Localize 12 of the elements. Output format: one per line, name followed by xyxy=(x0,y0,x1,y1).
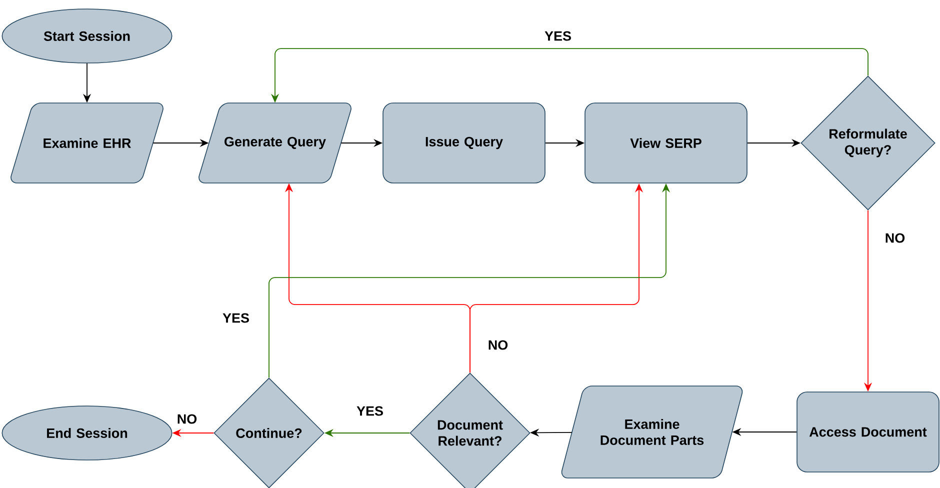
edge-label: NO xyxy=(884,232,906,244)
process-box: View SERP xyxy=(584,102,748,184)
edge-label: NO xyxy=(176,413,198,425)
edge-label: YES xyxy=(222,312,250,324)
edge-label: NO xyxy=(486,339,510,351)
input-parallelogram: Generate Query xyxy=(198,102,352,184)
input-parallelogram: Examine Document Parts xyxy=(561,386,743,478)
process-box: Issue Query xyxy=(382,102,546,184)
edge-label: YES xyxy=(544,30,572,42)
input-parallelogram: Examine EHR xyxy=(10,102,164,184)
process-box: Access Document xyxy=(796,392,940,472)
edge-label: YES xyxy=(356,405,384,417)
